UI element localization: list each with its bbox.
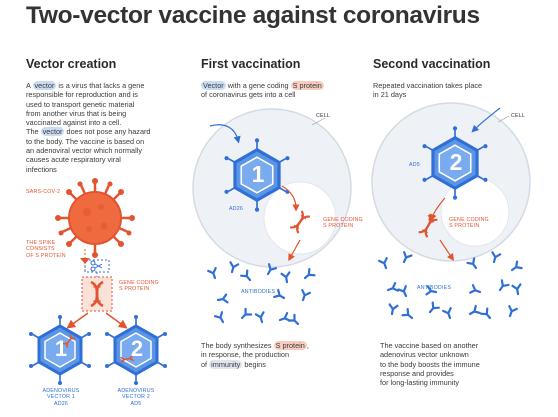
vector1-label: ADENOVIRUS VECTOR 1 AD26 bbox=[36, 388, 86, 407]
gene-box bbox=[81, 272, 113, 312]
vector-creation-description: A vector is a virus that lacks a gene re… bbox=[26, 81, 186, 174]
text: The body synthesizes bbox=[201, 341, 272, 350]
text: AD5 bbox=[130, 400, 142, 407]
hex-number: 2 bbox=[449, 149, 463, 175]
text: in response, the production bbox=[201, 350, 290, 360]
adenovirus-hexagon-icon bbox=[422, 126, 488, 200]
text: causes acute respiratory viral bbox=[26, 155, 121, 165]
heading-second-vaccination: Second vaccination bbox=[373, 57, 491, 71]
second-vaccination-result: The vaccine based on another adenovirus … bbox=[380, 341, 540, 387]
text: of bbox=[201, 359, 208, 369]
text: OF S PROTEIN bbox=[26, 252, 66, 259]
text: vaccinated against into a cell. bbox=[26, 118, 122, 128]
highlight-s-protein: S protein bbox=[290, 81, 324, 90]
text: to the body boosts the immune bbox=[380, 359, 480, 369]
first-vaccination-result: The body synthesizes S protein, in respo… bbox=[201, 341, 361, 369]
text: S PROTEIN bbox=[449, 223, 480, 230]
spike-label: THE SPIKE CONSISTS OF S PROTEIN bbox=[26, 240, 66, 259]
scissors-icon bbox=[90, 260, 103, 272]
text: GENE CODING bbox=[119, 280, 159, 286]
text: adenovirus vector unknown bbox=[380, 350, 469, 360]
text: The bbox=[26, 127, 39, 137]
gene-coding-label: GENE CODING S PROTEIN bbox=[449, 217, 489, 230]
ad5-label: AD5 bbox=[409, 162, 420, 168]
heading-vector-creation: Vector creation bbox=[26, 57, 117, 71]
text: AD26 bbox=[53, 400, 69, 407]
text: VECTOR 1 bbox=[47, 394, 75, 401]
text: The vaccine based on another bbox=[380, 341, 479, 350]
heading-first-vaccination: First vaccination bbox=[201, 57, 301, 71]
text: with a gene coding bbox=[227, 81, 289, 90]
antibodies-label: ANTIBODIES bbox=[241, 289, 276, 295]
text: ADENOVIRUS bbox=[42, 388, 80, 394]
gene-coding-label: GENE CODING S PROTEIN bbox=[119, 280, 159, 293]
text: to the body. The vaccine is based on bbox=[26, 136, 145, 146]
hex-number-1: 1 bbox=[54, 336, 68, 361]
text: GENE CODING bbox=[323, 217, 363, 223]
adenovirus-hexagon-icon bbox=[224, 138, 290, 212]
text: response and provides bbox=[380, 368, 454, 378]
highlight-vector: Vector bbox=[201, 81, 226, 90]
text: used to transport genetic material bbox=[26, 99, 135, 109]
highlight-immunity: immunity bbox=[209, 359, 243, 369]
text: A bbox=[26, 81, 31, 90]
highlight-vector: vector bbox=[40, 127, 65, 137]
gene-coding-label: GENE CODING S PROTEIN bbox=[323, 217, 363, 230]
highlight-vector: vector bbox=[32, 81, 57, 90]
adenovirus-hexagon-icon bbox=[29, 315, 91, 385]
text: of coronavirus gets into a cell bbox=[201, 90, 296, 100]
text: is a virus that lacks a gene bbox=[58, 81, 145, 90]
hex-number: 1 bbox=[251, 161, 265, 187]
text: THE SPIKE bbox=[26, 240, 56, 246]
text: GENE CODING bbox=[449, 217, 489, 223]
page-title: Two-vector vaccine against coronavirus bbox=[26, 2, 480, 29]
spike-callout bbox=[80, 249, 110, 273]
text: from another virus that is being bbox=[26, 108, 127, 118]
text: in 21 days bbox=[373, 90, 407, 100]
text: responsible for reproduction and is bbox=[26, 90, 138, 100]
text: ADENOVIRUS bbox=[117, 388, 155, 394]
text: S PROTEIN bbox=[119, 286, 150, 293]
text: for long-lasting immunity bbox=[380, 378, 460, 388]
ad26-label: AD26 bbox=[229, 206, 244, 212]
text: VECTOR 2 bbox=[122, 394, 150, 401]
coronavirus-icon bbox=[55, 178, 135, 258]
text: does not pose any hazard bbox=[66, 127, 151, 137]
text: an adenoviral vector which normally bbox=[26, 146, 142, 156]
cell-label: CELL bbox=[511, 113, 526, 119]
second-vaccination-intro: Repeated vaccination takes place in 21 d… bbox=[373, 81, 538, 100]
antibodies-label: ANTIBODIES bbox=[417, 285, 452, 291]
text: begins bbox=[244, 359, 266, 369]
text: Repeated vaccination takes place bbox=[373, 81, 483, 90]
first-vaccination-intro: Vector with a gene coding S protein of c… bbox=[201, 81, 366, 100]
sars-cov-2-label: SARS-COV-2 bbox=[26, 189, 61, 195]
text: S PROTEIN bbox=[323, 223, 354, 230]
hex-number-2: 2 bbox=[130, 336, 144, 361]
cell-label: CELL bbox=[316, 113, 331, 119]
vector2-label: ADENOVIRUS VECTOR 2 AD5 bbox=[111, 388, 161, 407]
adenovirus-hexagon-icon bbox=[105, 315, 167, 385]
text: infections bbox=[26, 164, 57, 174]
text: CONSISTS bbox=[26, 246, 55, 253]
highlight-s-protein: S protein bbox=[273, 341, 307, 350]
text: , bbox=[306, 341, 309, 350]
